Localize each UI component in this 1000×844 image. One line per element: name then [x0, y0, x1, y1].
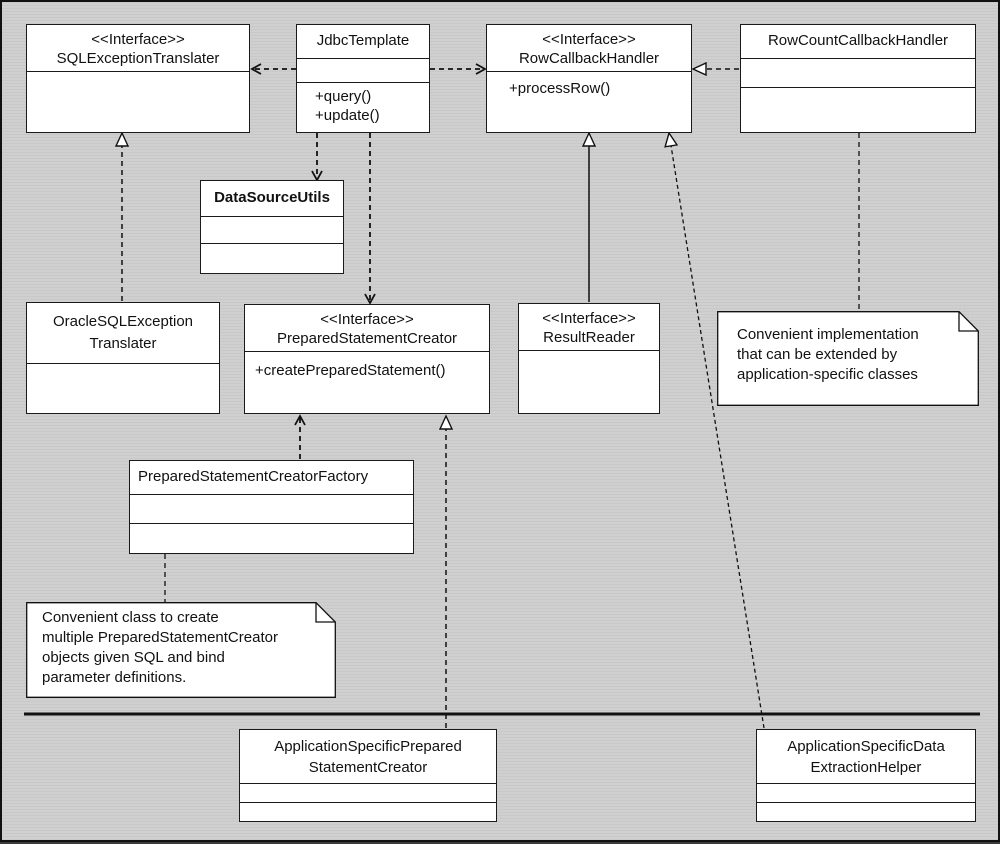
operation-update: +update() [315, 107, 380, 124]
class-application-specific-data-extraction-helper: ApplicationSpecificData ExtractionHelper [756, 729, 976, 822]
class-result-reader: <<Interface>> ResultReader [518, 303, 660, 414]
class-attributes [297, 59, 429, 83]
class-prepared-statement-creator-factory: PreparedStatementCreatorFactory [129, 460, 414, 554]
class-operations [201, 244, 343, 273]
note-row-count-callback: Convenient implementation that can be ex… [717, 311, 979, 406]
stereotype-label: <<Interface>> [542, 310, 636, 327]
class-attributes [757, 784, 975, 803]
class-attributes [741, 59, 975, 88]
class-application-specific-prepared-statement-creator: ApplicationSpecificPrepared StatementCre… [239, 729, 497, 822]
class-jdbc-template: JdbcTemplate +query() +update() [296, 24, 430, 133]
class-name-line1: OracleSQLException [52, 313, 194, 330]
class-attributes [201, 217, 343, 244]
note-text: Convenient class to create multiple Prep… [42, 608, 278, 688]
class-prepared-statement-creator: <<Interface>> PreparedStatementCreator +… [244, 304, 490, 414]
class-name-line2: Translater [89, 335, 157, 352]
class-name-line2: ExtractionHelper [810, 759, 922, 776]
stereotype-label: <<Interface>> [320, 311, 414, 328]
class-header: RowCountCallbackHandler [741, 25, 975, 59]
class-header: <<Interface>> ResultReader [519, 304, 659, 351]
note-shape [26, 602, 336, 698]
class-operations: +query() +update() [297, 83, 429, 132]
class-oracle-sql-exception-translater: OracleSQLException Translater [26, 302, 220, 414]
operation-process-row: +processRow() [509, 80, 611, 97]
stereotype-label: <<Interface>> [91, 31, 185, 48]
class-header: JdbcTemplate [297, 25, 429, 59]
class-name: PreparedStatementCreatorFactory [138, 468, 369, 485]
class-name: RowCountCallbackHandler [767, 32, 949, 49]
class-name-line2: StatementCreator [308, 759, 428, 776]
class-body [27, 364, 219, 413]
class-row-count-callback-handler: RowCountCallbackHandler [740, 24, 976, 133]
class-header: <<Interface>> SQLExceptionTranslater [27, 25, 249, 72]
class-header: PreparedStatementCreatorFactory [130, 461, 413, 495]
class-header: OracleSQLException Translater [27, 303, 219, 364]
note-line: multiple PreparedStatementCreator [42, 629, 278, 646]
class-name: PreparedStatementCreator [276, 330, 458, 347]
class-header: <<Interface>> PreparedStatementCreator [245, 305, 489, 352]
class-operations: +processRow() [487, 72, 691, 132]
class-name: ResultReader [543, 329, 635, 346]
class-attributes [130, 495, 413, 524]
class-operations [741, 88, 975, 132]
note-line: that can be extended by [737, 346, 898, 363]
class-data-source-utils: DataSourceUtils [200, 180, 344, 274]
realization-helper-to-rowcallback [664, 131, 765, 729]
note-line: Convenient implementation [737, 326, 919, 343]
class-name: JdbcTemplate [316, 32, 410, 49]
class-name-line1: ApplicationSpecificData [787, 738, 945, 755]
stereotype-label: <<Interface>> [542, 31, 636, 48]
class-header: ApplicationSpecificPrepared StatementCre… [240, 730, 496, 784]
note-line: Convenient class to create [42, 609, 219, 626]
class-operations [240, 803, 496, 821]
class-row-callback-handler: <<Interface>> RowCallbackHandler +proces… [486, 24, 692, 133]
class-name: DataSourceUtils [214, 189, 330, 206]
class-header: DataSourceUtils [201, 181, 343, 217]
operation-query: +query() [315, 88, 372, 105]
class-header: <<Interface>> RowCallbackHandler [487, 25, 691, 72]
note-text: Convenient implementation that can be ex… [737, 325, 919, 385]
class-name-line1: ApplicationSpecificPrepared [274, 738, 462, 755]
class-sql-exception-translater: <<Interface>> SQLExceptionTranslater [26, 24, 250, 133]
class-body [27, 72, 249, 132]
class-name: SQLExceptionTranslater [56, 50, 220, 67]
class-operations: +createPreparedStatement() [245, 352, 489, 413]
class-header: ApplicationSpecificData ExtractionHelper [757, 730, 975, 784]
operation-create-prepared-statement: +createPreparedStatement() [255, 362, 446, 379]
class-name: RowCallbackHandler [518, 50, 660, 67]
note-factory: Convenient class to create multiple Prep… [26, 602, 336, 698]
class-body [519, 351, 659, 413]
class-operations [130, 524, 413, 553]
note-shape [717, 311, 979, 406]
note-line: objects given SQL and bind [42, 649, 225, 666]
note-line: application-specific classes [737, 366, 918, 383]
class-attributes [240, 784, 496, 803]
class-operations [757, 803, 975, 821]
note-line: parameter definitions. [42, 669, 187, 686]
